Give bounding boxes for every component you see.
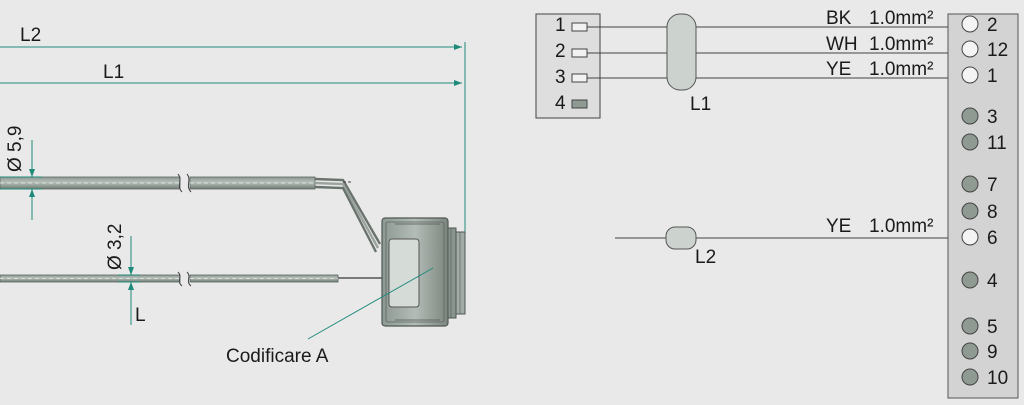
dim-diameter-small: Ø 3,2 L (105, 224, 146, 326)
terminal-list: 2 12 1 3 11 7 8 6 4 5 9 10 (961, 15, 1008, 389)
connector-block (535, 13, 601, 119)
wiring-diagram: 1 2 3 4 L1 L2 BK 1.0mm² WH 1.0mm² YE 1.0… (535, 8, 1019, 399)
wire-size-ye: 1.0mm² (869, 59, 933, 80)
terminal-label: 8 (987, 202, 998, 223)
terminal-label: 3 (987, 107, 998, 128)
wire-color-wh: WH (826, 34, 858, 55)
terminal-circle (961, 175, 979, 193)
cable-label-l2: L2 (695, 247, 716, 268)
terminal-label: 11 (987, 133, 1007, 154)
pin-contact-3 (571, 73, 588, 83)
dim-label-l: L (135, 305, 146, 326)
dim-label-l2: L2 (20, 25, 41, 46)
wire-size-bk: 1.0mm² (869, 8, 933, 29)
cable-small (0, 271, 384, 287)
terminal-label: 7 (987, 175, 998, 196)
connector (381, 217, 466, 327)
terminal-strip (947, 13, 1019, 399)
terminal-label: 9 (987, 342, 998, 363)
terminal-label: 6 (987, 228, 998, 249)
dim-label-dia-large: Ø 5,9 (5, 126, 26, 172)
cable-label-l1: L1 (690, 94, 711, 115)
terminal-circle (961, 107, 979, 125)
dim-label-l1: L1 (103, 62, 124, 83)
terminal-circle (961, 202, 979, 220)
callout-label: Codificare A (226, 346, 329, 367)
terminal-circle (961, 342, 979, 360)
terminal-circle (961, 317, 979, 335)
wire-color-ye-l2: YE (826, 216, 851, 237)
wire-color-ye: YE (826, 59, 851, 80)
terminal-label: 5 (987, 317, 998, 338)
pin-label-4: 4 (555, 93, 566, 114)
terminal-label: 12 (987, 40, 1008, 61)
terminal-label: 4 (987, 271, 998, 292)
callout-leader (307, 267, 434, 340)
wire-size-wh: 1.0mm² (869, 34, 933, 55)
terminal-circle (961, 40, 979, 58)
pin-contact-2 (571, 48, 588, 58)
dim-diameter-large: Ø 5,9 (0, 126, 42, 220)
wire-size-ye-l2: 1.0mm² (869, 216, 933, 237)
terminal-label: 2 (987, 15, 998, 36)
dim-label-dia-small: Ø 3,2 (105, 224, 126, 270)
dim-arrow-l1 (454, 80, 462, 86)
terminal-label: 1 (987, 66, 998, 87)
terminal-circle (961, 15, 979, 33)
terminal-circle (961, 133, 979, 151)
terminal-circle (961, 228, 979, 246)
cable-large (0, 173, 382, 253)
pin-label-1: 1 (555, 15, 566, 36)
terminal-label: 10 (987, 368, 1008, 389)
pin-label-3: 3 (555, 67, 566, 88)
cable-sheath-l1 (666, 13, 697, 91)
cable-sheath-l2 (665, 226, 697, 250)
wire-color-bk: BK (826, 8, 852, 29)
terminal-circle (961, 271, 979, 289)
pin-contact-4 (571, 99, 588, 109)
mechanical-drawing: L2 L1 (0, 25, 466, 367)
dim-arrow-l2 (454, 44, 462, 50)
terminal-circle (961, 368, 979, 386)
pin-contact-1 (571, 22, 588, 32)
pin-label-2: 2 (555, 41, 566, 62)
terminal-circle (961, 66, 979, 84)
